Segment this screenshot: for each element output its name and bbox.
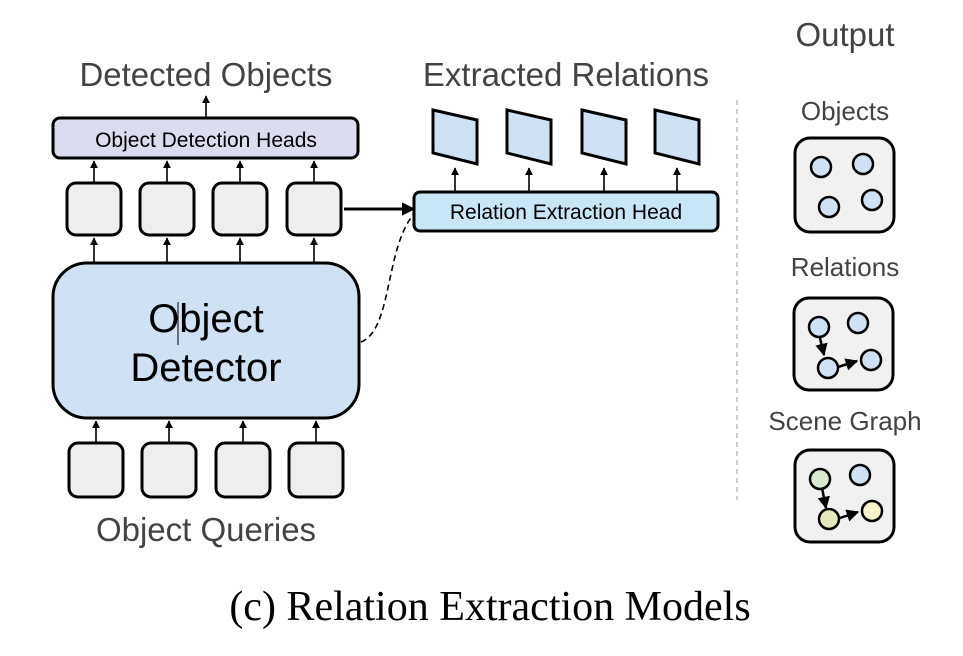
query-tokens [67, 420, 345, 499]
output-scene-graph-label: Scene Graph [768, 406, 921, 436]
extracted-relations-title: Extracted Relations [423, 56, 709, 93]
scene-graph-node-subject [808, 467, 832, 491]
feature-token [211, 181, 269, 237]
relation-node [816, 356, 840, 380]
scene-graph-node [848, 463, 872, 487]
relation-output [580, 108, 628, 166]
relation-edge-arrow [837, 358, 859, 371]
relation-extraction-head-box: Relation Extraction Head [412, 190, 720, 233]
relation-output [653, 108, 701, 166]
output-relations-label: Relations [791, 252, 899, 282]
object-queries-label: Object Queries [96, 511, 316, 548]
relation-output [431, 108, 479, 166]
object-detector-label-line2: Detector [130, 346, 281, 390]
object-node [817, 195, 841, 219]
relation-node [807, 315, 831, 339]
scene-graph-node-predicate [817, 507, 841, 531]
relation-edge-arrow [815, 337, 828, 357]
figure-caption: (c) Relation Extraction Models [229, 584, 750, 630]
output-title: Output [795, 16, 894, 53]
query-token [140, 441, 198, 499]
relation-output [505, 108, 553, 166]
object-node [860, 188, 884, 212]
query-token [214, 441, 272, 499]
relation-extraction-head-label: Relation Extraction Head [450, 201, 682, 224]
object-detection-heads-label: Object Detection Heads [95, 129, 317, 152]
detector-to-relation-head-dashed-arrow [360, 214, 414, 343]
object-detector-label-line1: Object [148, 297, 264, 341]
object-node [851, 152, 875, 176]
detected-objects-title: Detected Objects [79, 56, 332, 93]
relation-node [859, 348, 883, 372]
feature-tokens [65, 160, 343, 263]
scene-graph-edge-arrow [817, 487, 830, 510]
feature-token [285, 181, 343, 237]
scene-graph-node-object [860, 499, 884, 523]
object-detector-box: Object Detector [51, 261, 361, 420]
output-objects-label: Objects [801, 96, 889, 126]
output-scene-graph-panel [793, 448, 896, 544]
feature-token [65, 181, 123, 237]
relation-outputs [431, 108, 701, 192]
scene-graph-edge-arrow [839, 509, 860, 522]
output-relations-panel [792, 296, 895, 392]
object-node [809, 155, 833, 179]
query-token [67, 441, 125, 499]
relation-node [846, 311, 870, 335]
feature-token [138, 181, 196, 237]
query-token [287, 441, 345, 499]
output-objects-panel [793, 136, 896, 234]
object-detection-heads-box: Object Detection Heads [51, 116, 360, 160]
